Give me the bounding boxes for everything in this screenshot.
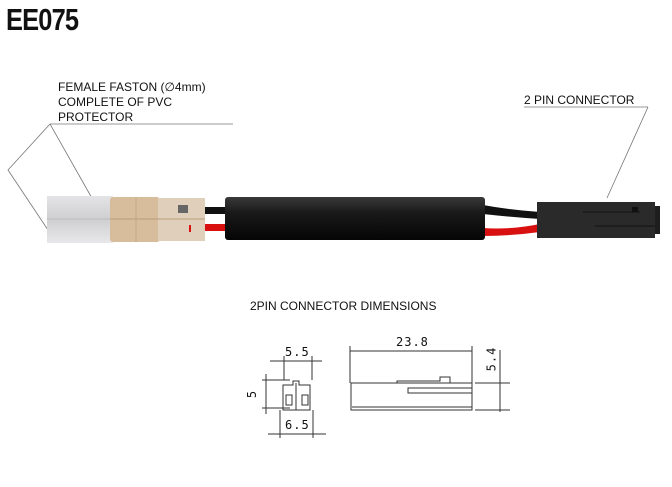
connector-side-view bbox=[349, 346, 510, 412]
faston-leader-lines bbox=[7, 123, 233, 237]
dim-front-bottom-width: 6.5 bbox=[285, 418, 310, 432]
dim-side-length: 23.8 bbox=[396, 335, 429, 349]
dim-side-height: 5.4 bbox=[484, 346, 499, 372]
connector-front-view bbox=[262, 356, 326, 438]
faston-label-line3: PROTECTOR bbox=[58, 110, 134, 124]
dim-front-height: 5 bbox=[245, 389, 260, 399]
faston-connector bbox=[47, 196, 205, 243]
connector-leader-line bbox=[524, 106, 649, 199]
faston-label-line1: FEMALE FASTON (∅4mm) bbox=[58, 80, 206, 94]
faston-label-line2: COMPLETE OF PVC bbox=[58, 95, 173, 109]
dim-front-top-width: 5.5 bbox=[285, 345, 310, 359]
two-pin-connector bbox=[537, 202, 660, 238]
wires bbox=[205, 205, 540, 236]
dimensions-title: 2PIN CONNECTOR DIMENSIONS bbox=[250, 299, 437, 313]
cable-sheath bbox=[225, 197, 485, 240]
connector-label: 2 PIN CONNECTOR bbox=[524, 93, 635, 107]
page-title: EE075 bbox=[6, 2, 79, 37]
